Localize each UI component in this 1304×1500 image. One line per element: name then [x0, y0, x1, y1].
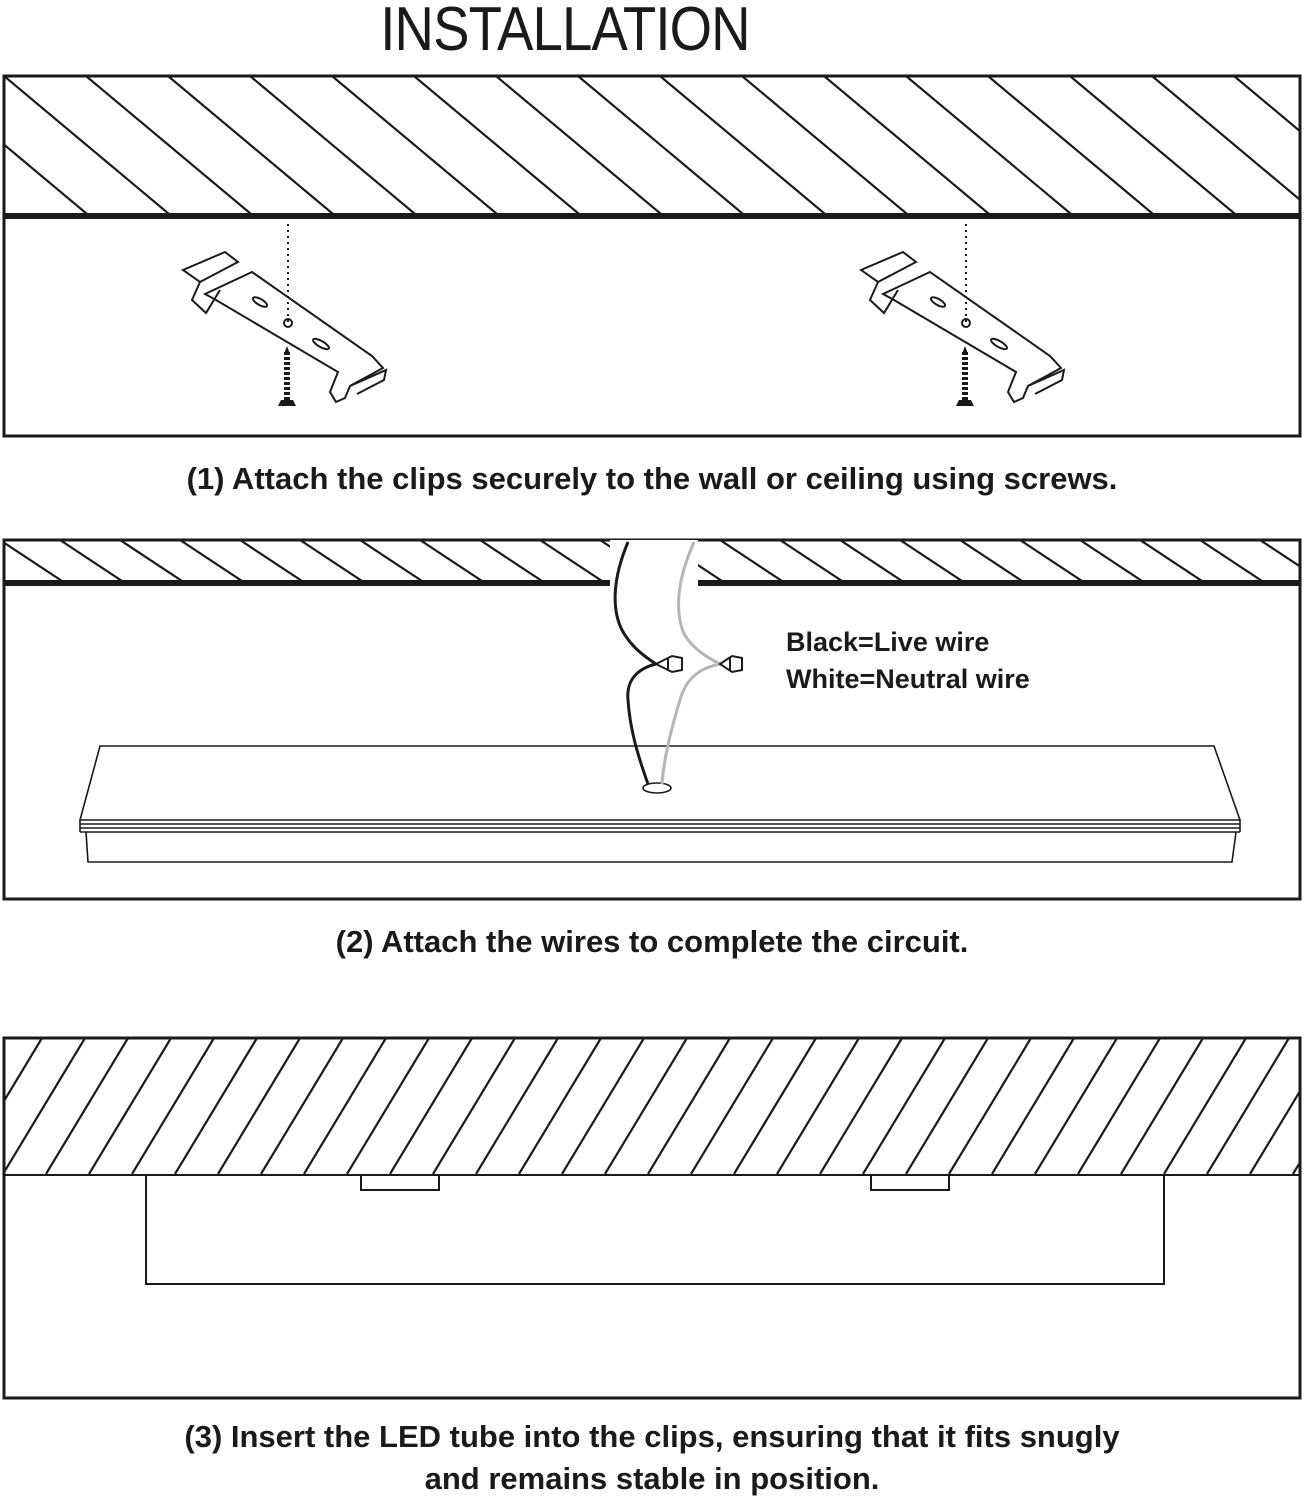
hatch-line: [167, 76, 334, 214]
step1-diagram: [2, 74, 1302, 438]
hatch-line: [690, 1038, 774, 1174]
black-live-wire: [613, 541, 657, 785]
hatch-line: [1069, 76, 1236, 214]
hatch-line: [4, 1038, 86, 1174]
hatch-line: [4, 541, 63, 581]
hatch-line: [59, 540, 123, 581]
step3-caption-line1: (3) Insert the LED tube into the clips, …: [184, 1419, 1120, 1454]
hatch-line: [577, 76, 744, 214]
hatch-line: [1019, 540, 1083, 581]
hatch-line: [389, 1038, 473, 1174]
hatch-line: [419, 540, 483, 581]
hatch-line: [604, 1038, 688, 1174]
hatch-line: [475, 1038, 559, 1174]
hatch-line: [413, 76, 580, 214]
hatch-line: [1199, 540, 1263, 581]
step2-diagram: Black=Live wire White=Neutral wire: [2, 538, 1302, 901]
hatch-line: [539, 540, 603, 581]
clip-right: [870, 1174, 950, 1191]
hatch-line: [179, 540, 243, 581]
wire-connector-black-icon: [653, 654, 683, 674]
hatch-line: [647, 1038, 731, 1174]
hatch-line: [991, 1038, 1075, 1174]
hatch-line: [1077, 1038, 1161, 1174]
hatch-line: [4, 143, 88, 214]
hatch-line: [479, 540, 543, 581]
hatch-line: [899, 540, 963, 581]
page-title: INSTALLATION: [380, 0, 750, 64]
white-wire-label: White=Neutral wire: [786, 664, 1030, 694]
step1-frame: [2, 74, 1302, 438]
hatch-line: [1079, 540, 1143, 581]
led-fixture: [78, 745, 1242, 863]
hatch-line: [1120, 1038, 1204, 1174]
hatch-line: [299, 540, 363, 581]
wire-connector-white-icon: [718, 654, 743, 674]
hatch-line: [1034, 1038, 1118, 1174]
hatch-line: [131, 1038, 215, 1174]
hatch-line: [45, 1038, 129, 1174]
hatch-line: [119, 540, 183, 581]
screw-left-icon: [278, 346, 296, 406]
hatch-line: [561, 1038, 645, 1174]
hatch-line: [776, 1038, 860, 1174]
hatch-line: [495, 76, 662, 214]
hatch-line: [1206, 1038, 1290, 1174]
hatch-line: [4, 1038, 43, 1104]
hatch-line: [905, 76, 1072, 214]
hatch-line: [948, 1038, 1032, 1174]
hatch-line: [1249, 1088, 1300, 1174]
step2-caption: (2) Attach the wires to complete the cir…: [335, 924, 969, 959]
hatch-line: [4, 76, 170, 214]
hatch-line: [260, 1038, 344, 1174]
black-wire-label: Black=Live wire: [786, 627, 989, 657]
hatch-line: [1233, 76, 1300, 133]
mounting-clip-right: [858, 224, 1066, 404]
hatch-line: [1139, 540, 1203, 581]
hatch-line: [862, 1038, 946, 1174]
hatch-line: [823, 76, 990, 214]
hatch-line: [741, 76, 908, 214]
hatch-line: [88, 1038, 172, 1174]
hatch-line: [346, 1038, 430, 1174]
hatch-line: [779, 540, 843, 581]
hatch-line: [239, 540, 303, 581]
hatch-line: [987, 76, 1154, 214]
clip-left: [360, 1174, 440, 1191]
step3-diagram: [2, 1036, 1302, 1400]
hatch-line: [174, 1038, 258, 1174]
hatch-line: [432, 1038, 516, 1174]
hatch-line: [905, 1038, 989, 1174]
hatch-line: [1259, 540, 1300, 568]
hatch-line: [819, 1038, 903, 1174]
white-neutral-wire: [660, 541, 721, 785]
ceiling-hatch: [4, 76, 1300, 214]
mounting-clip-left: [180, 224, 388, 404]
hatch-line: [303, 1038, 387, 1174]
hatch-line: [1151, 76, 1300, 202]
hatch-line: [85, 76, 252, 214]
hatch-line: [359, 540, 423, 581]
hatch-line: [331, 76, 498, 214]
step1-caption: (1) Attach the clips securely to the wal…: [186, 461, 1118, 496]
hatch-line: [1163, 1038, 1247, 1174]
hatch-line: [217, 1038, 301, 1174]
hatch-line: [719, 540, 783, 581]
hatch-line: [733, 1038, 817, 1174]
hatch-line: [518, 1038, 602, 1174]
screw-right-icon: [956, 346, 974, 406]
installed-led-tube: [145, 1174, 1165, 1285]
wire-hole: [642, 782, 672, 794]
step3-frame: [2, 1036, 1302, 1400]
hatch-line: [249, 76, 416, 214]
hatch-line: [959, 540, 1023, 581]
hatch-line: [659, 76, 826, 214]
ceiling-hatch: [4, 1038, 1300, 1174]
step3-caption-line2: and remains stable in position.: [424, 1461, 880, 1496]
hatch-line: [839, 540, 903, 581]
